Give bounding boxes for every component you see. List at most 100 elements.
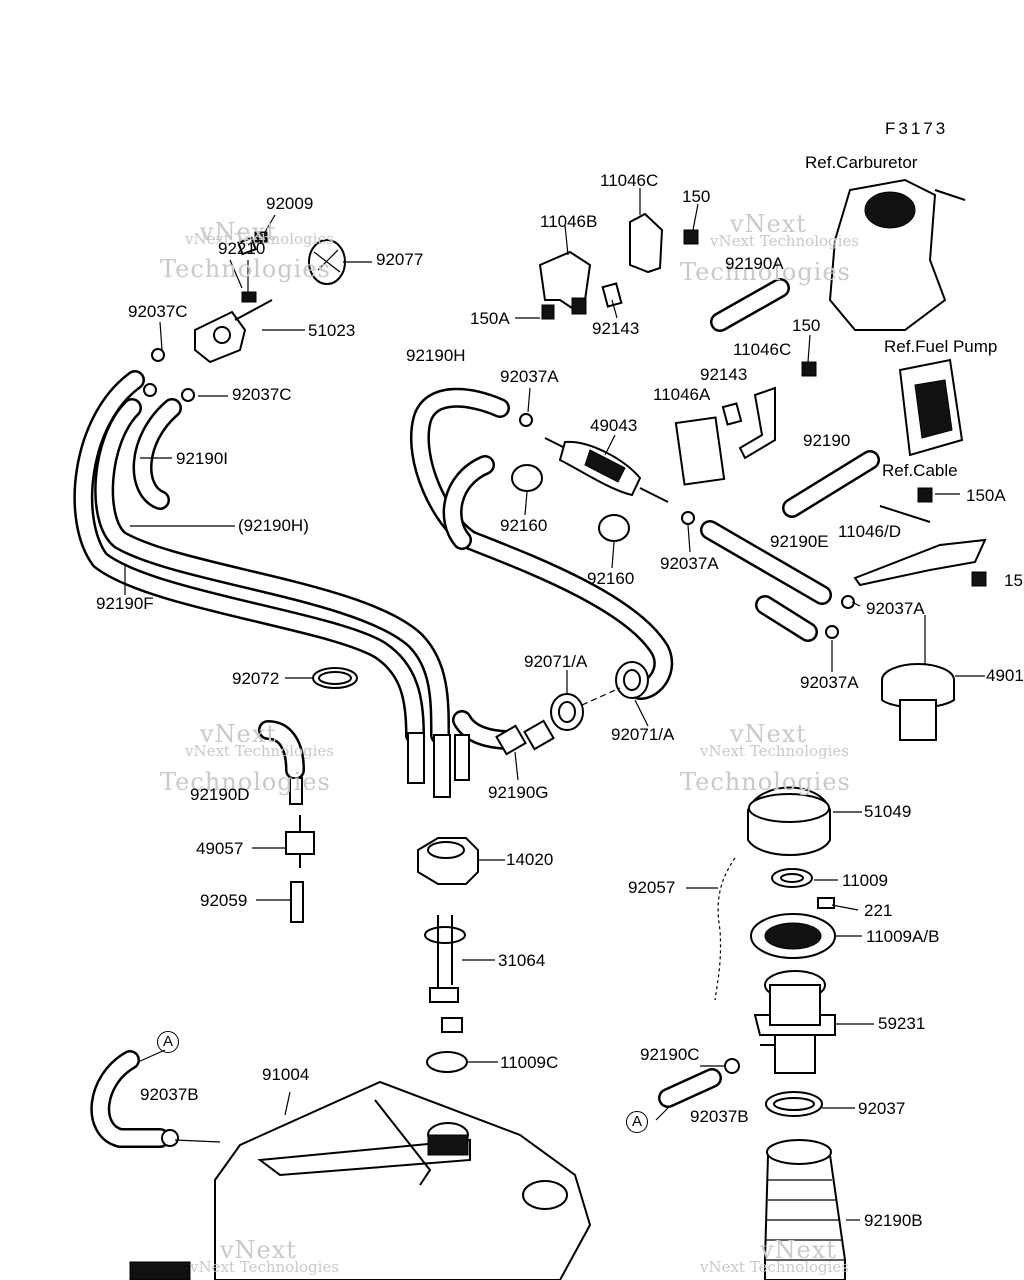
bolt-150A-left — [541, 304, 555, 320]
grommet-dash — [581, 687, 621, 706]
pin-92143-upper — [601, 282, 623, 308]
callout-150A-left: 150A — [470, 309, 510, 328]
hose-92190H-lower — [94, 398, 450, 745]
marker-A-lower: A — [626, 1111, 648, 1133]
check-valve-49057 — [285, 815, 315, 868]
hose-92190G — [442, 455, 520, 750]
callout-92059: 92059 — [200, 891, 248, 910]
callout-92190G: 92190G — [488, 783, 549, 802]
callout-92037C-lower: 92037C — [232, 385, 292, 404]
clamp-92037 — [765, 1091, 823, 1117]
bracket-11046C-top — [629, 212, 664, 274]
o-ring-11009C — [426, 1051, 468, 1073]
callout-11009C: 11009C — [500, 1053, 559, 1072]
ref-carburetor: Ref.Carburetor — [805, 153, 918, 172]
ref-cable: Ref.Cable — [882, 461, 958, 480]
callout-92190: 92190 — [803, 431, 851, 450]
callout-15: 15 — [1004, 571, 1023, 590]
callout-11009: 11009 — [842, 871, 889, 890]
callout-92190C: 92190C — [640, 1045, 700, 1064]
callout-92037B-left: 92037B — [140, 1085, 199, 1104]
hose-92190I — [132, 398, 182, 510]
callout-150-mid: 150 — [792, 316, 821, 335]
hose-92190C — [658, 1068, 722, 1108]
chain-92057 — [714, 857, 736, 1001]
callout-92077: 92077 — [376, 250, 424, 269]
callout-11046D: 11046/D — [838, 522, 902, 541]
bolt-150-top — [683, 229, 699, 245]
hose-92190A — [710, 278, 790, 332]
callout-92160-lower: 92160 — [587, 569, 635, 588]
hose-92190E — [700, 520, 832, 642]
callout-31064: 31064 — [498, 951, 546, 970]
marker-A-upper: A — [157, 1031, 179, 1053]
bracket-11046A — [674, 416, 726, 486]
hose-stubs — [407, 732, 470, 798]
callout-92037B-right: 92037B — [690, 1107, 749, 1126]
callout-92190D: 92190D — [190, 785, 250, 804]
callout-92037A-1: 92037A — [500, 367, 559, 386]
nut-14020 — [417, 837, 479, 885]
grommet-92071A-right — [615, 661, 649, 699]
bolt-150A-right — [917, 487, 933, 503]
clamp-92072 — [312, 667, 358, 689]
pickup-31064 — [424, 915, 466, 1033]
callout-92143-lower: 92143 — [700, 365, 748, 384]
plate-11009AB — [750, 913, 836, 959]
hose-92190F — [73, 370, 425, 745]
gasket-11009 — [771, 868, 813, 888]
callout-92143-upper: 92143 — [592, 319, 640, 338]
callout-11046C-mid: 11046C — [733, 340, 792, 359]
leader-lines — [124, 188, 985, 1221]
callout-92072: 92072 — [232, 669, 280, 688]
callout-92071A-lower: 92071/A — [611, 725, 675, 744]
clamp-92037B-right — [724, 1058, 740, 1074]
callout-92190I: 92190I — [176, 449, 228, 468]
hose-92190D — [258, 720, 305, 805]
callout-92190H-paren: (92190H) — [238, 516, 309, 535]
filler-neck-59231 — [753, 970, 836, 1074]
callout-92057: 92057 — [628, 878, 676, 897]
callout-92037: 92037 — [858, 1099, 906, 1118]
bracket-11046C-mid — [738, 386, 776, 460]
knob-92077 — [308, 239, 346, 285]
callout-51049: 51049 — [864, 802, 912, 821]
carburetor — [828, 178, 966, 331]
callout-92190E: 92190E — [770, 532, 829, 551]
diagram-code: F3173 — [885, 119, 949, 138]
callout-91004: 91004 — [262, 1065, 310, 1084]
fitting-92190G-2 — [523, 719, 555, 751]
cable — [879, 505, 931, 523]
fuel-cap-51049 — [747, 786, 831, 856]
callout-92190H: 92190H — [406, 346, 466, 365]
callout-92037A-2: 92037A — [660, 554, 719, 573]
callout-49043: 49043 — [590, 416, 638, 435]
sender-unit-4901 — [881, 615, 955, 741]
hose-A-left — [90, 1050, 170, 1148]
callout-11046C-top: 11046C — [600, 171, 659, 190]
callout-92190A: 92190A — [725, 254, 784, 273]
callout-11046A: 11046A — [653, 385, 711, 404]
fuel-filter-49043 — [544, 437, 669, 503]
pin-92143-lower — [721, 402, 743, 426]
fitting-92190G — [495, 724, 527, 756]
bolt-150-mid — [801, 361, 817, 377]
bracket-11046B — [538, 250, 592, 315]
collar-92160-lower — [598, 514, 630, 542]
callout-92037A-3: 92037A — [866, 599, 925, 618]
callout-92037C-upper: 92037C — [128, 302, 188, 321]
callout-150A-right: 150A — [966, 486, 1006, 505]
fuel-tank-91004 — [129, 1080, 592, 1280]
callout-4901: 4901 — [986, 666, 1024, 685]
callout-92009: 92009 — [266, 194, 314, 213]
callout-92190F: 92190F — [96, 594, 154, 613]
hose-92190 — [782, 450, 880, 518]
screw-92009 — [254, 231, 268, 243]
hose-92059 — [290, 881, 304, 923]
callout-59231: 59231 — [878, 1014, 926, 1033]
ref-fuel-pump: Ref.Fuel Pump — [884, 337, 998, 356]
callout-92190B: 92190B — [864, 1211, 923, 1230]
callout-51023: 51023 — [308, 321, 356, 340]
bracket-11046D — [853, 538, 987, 587]
